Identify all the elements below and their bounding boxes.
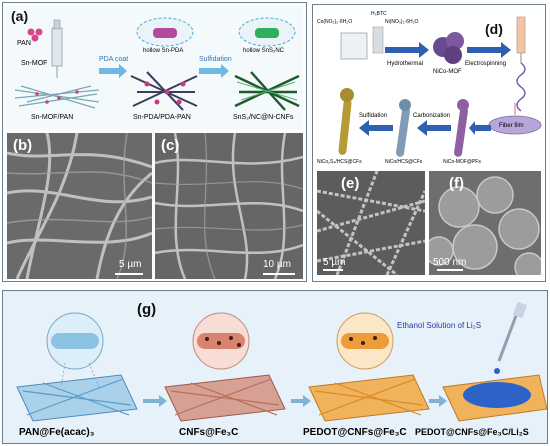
- fiber-film-label: Fiber film: [499, 123, 524, 129]
- panel-c-sem-image: (c) 10 µm: [155, 133, 303, 279]
- product-nico-mof-pfs: NiCo-MOF@PFs: [443, 159, 481, 165]
- panel-d-label: (d): [485, 21, 503, 37]
- pda-coat-label: PDA coat: [99, 56, 129, 63]
- hollow-snpda-label: hollow Sn-PDA: [143, 48, 184, 54]
- nico-mof-label: NiCo-MOF: [433, 69, 462, 75]
- panel-f-scalebar: [437, 269, 463, 271]
- panel-e-label: (e): [341, 175, 360, 192]
- panel-b-scalebar: [115, 273, 143, 275]
- electrospinning-label: Electrospinning: [465, 61, 507, 67]
- carbonization-label: Carbonization: [413, 113, 451, 119]
- panel-a: (a) PAN Sn-MOF PDA coat hollow Sn-PDA Su…: [7, 6, 303, 130]
- panel-f-label: (f): [449, 175, 464, 192]
- snmof-label: Sn-MOF: [21, 60, 48, 67]
- caption-cnfs-fe3c: CNFs@Fe₃C: [179, 427, 239, 438]
- panel-e-scale: 5 µm: [323, 257, 346, 268]
- product-nico-hcs: NiCo/HCS@CFs: [385, 159, 423, 165]
- panel-b-sem-image: (b) 5 µm: [7, 133, 152, 279]
- panel-c-label: (c): [161, 137, 180, 154]
- hollow-sns-label: hollow SnS₂NC: [243, 48, 285, 54]
- hydrothermal-label: Hydrothermal: [387, 61, 424, 67]
- caption-sns-cnfs: SnS₂/NC@N-CNFs: [233, 114, 294, 121]
- panel-a-label: (a): [11, 8, 29, 24]
- sulfidation-label-d: Sulfidation: [359, 113, 388, 119]
- reagent-co: Co(NO₃)₂·6H₂O: [317, 19, 353, 25]
- panel-g: (g) Ethanol Solution of Li₂S PAN@Fe(acac…: [2, 290, 548, 444]
- panel-b-scale: 5 µm: [119, 259, 142, 270]
- panel-c-fiber-texture: [155, 133, 303, 279]
- panel-c-scalebar: [263, 273, 295, 275]
- reagent-btc: H₃BTC: [371, 11, 387, 17]
- panel-b-fiber-texture: [7, 133, 152, 279]
- product-nico2s4: NiCo₂S₄/HCS@CFs: [317, 159, 362, 165]
- panel-e-fiber-texture: [317, 171, 425, 275]
- panel-def: (d) Co(NO₃)₂·6H₂O H₃BTC Ni(NO₃)₂·6H₂O Hy…: [312, 4, 546, 282]
- panel-g-illustration: [16, 301, 547, 422]
- caption-snmof-pan: Sn-MOF/PAN: [31, 114, 74, 121]
- reagent-ni: Ni(NO₃)₂·6H₂O: [385, 19, 419, 25]
- panel-e-sem-image: (e) 5 µm: [317, 171, 425, 275]
- caption-pan-fe-acac: PAN@Fe(acac)₃: [19, 427, 95, 438]
- pan-label: PAN: [17, 40, 31, 47]
- panel-b-label: (b): [13, 137, 33, 154]
- panel-d: (d) Co(NO₃)₂·6H₂O H₃BTC Ni(NO₃)₂·6H₂O Hy…: [315, 7, 543, 169]
- caption-snpda-pan: Sn-PDA/PDA-PAN: [133, 114, 191, 121]
- panel-abc: (a) PAN Sn-MOF PDA coat hollow Sn-PDA Su…: [2, 2, 307, 282]
- panel-g-label: (g): [137, 301, 157, 318]
- panel-e-scalebar: [323, 269, 343, 271]
- sulfidation-label-a: Sulfidation: [199, 56, 232, 63]
- panel-f-scale: 500 nm: [433, 257, 467, 268]
- caption-pedot-cnfs-fe3c-li2s: PEDOT@CNFs@Fe₃C/Li₂S: [415, 427, 529, 437]
- ethanol-solution-label: Ethanol Solution of Li₂S: [397, 321, 482, 330]
- caption-pedot-cnfs-fe3c: PEDOT@CNFs@Fe₃C: [303, 427, 407, 438]
- panel-f-sphere-texture: [429, 176, 541, 275]
- panel-d-illustration: [338, 16, 542, 157]
- panel-f-sem-image: (f) 500 nm: [429, 171, 541, 275]
- panel-a-illustration: [14, 17, 300, 111]
- panel-c-scale: 10 µm: [263, 259, 291, 270]
